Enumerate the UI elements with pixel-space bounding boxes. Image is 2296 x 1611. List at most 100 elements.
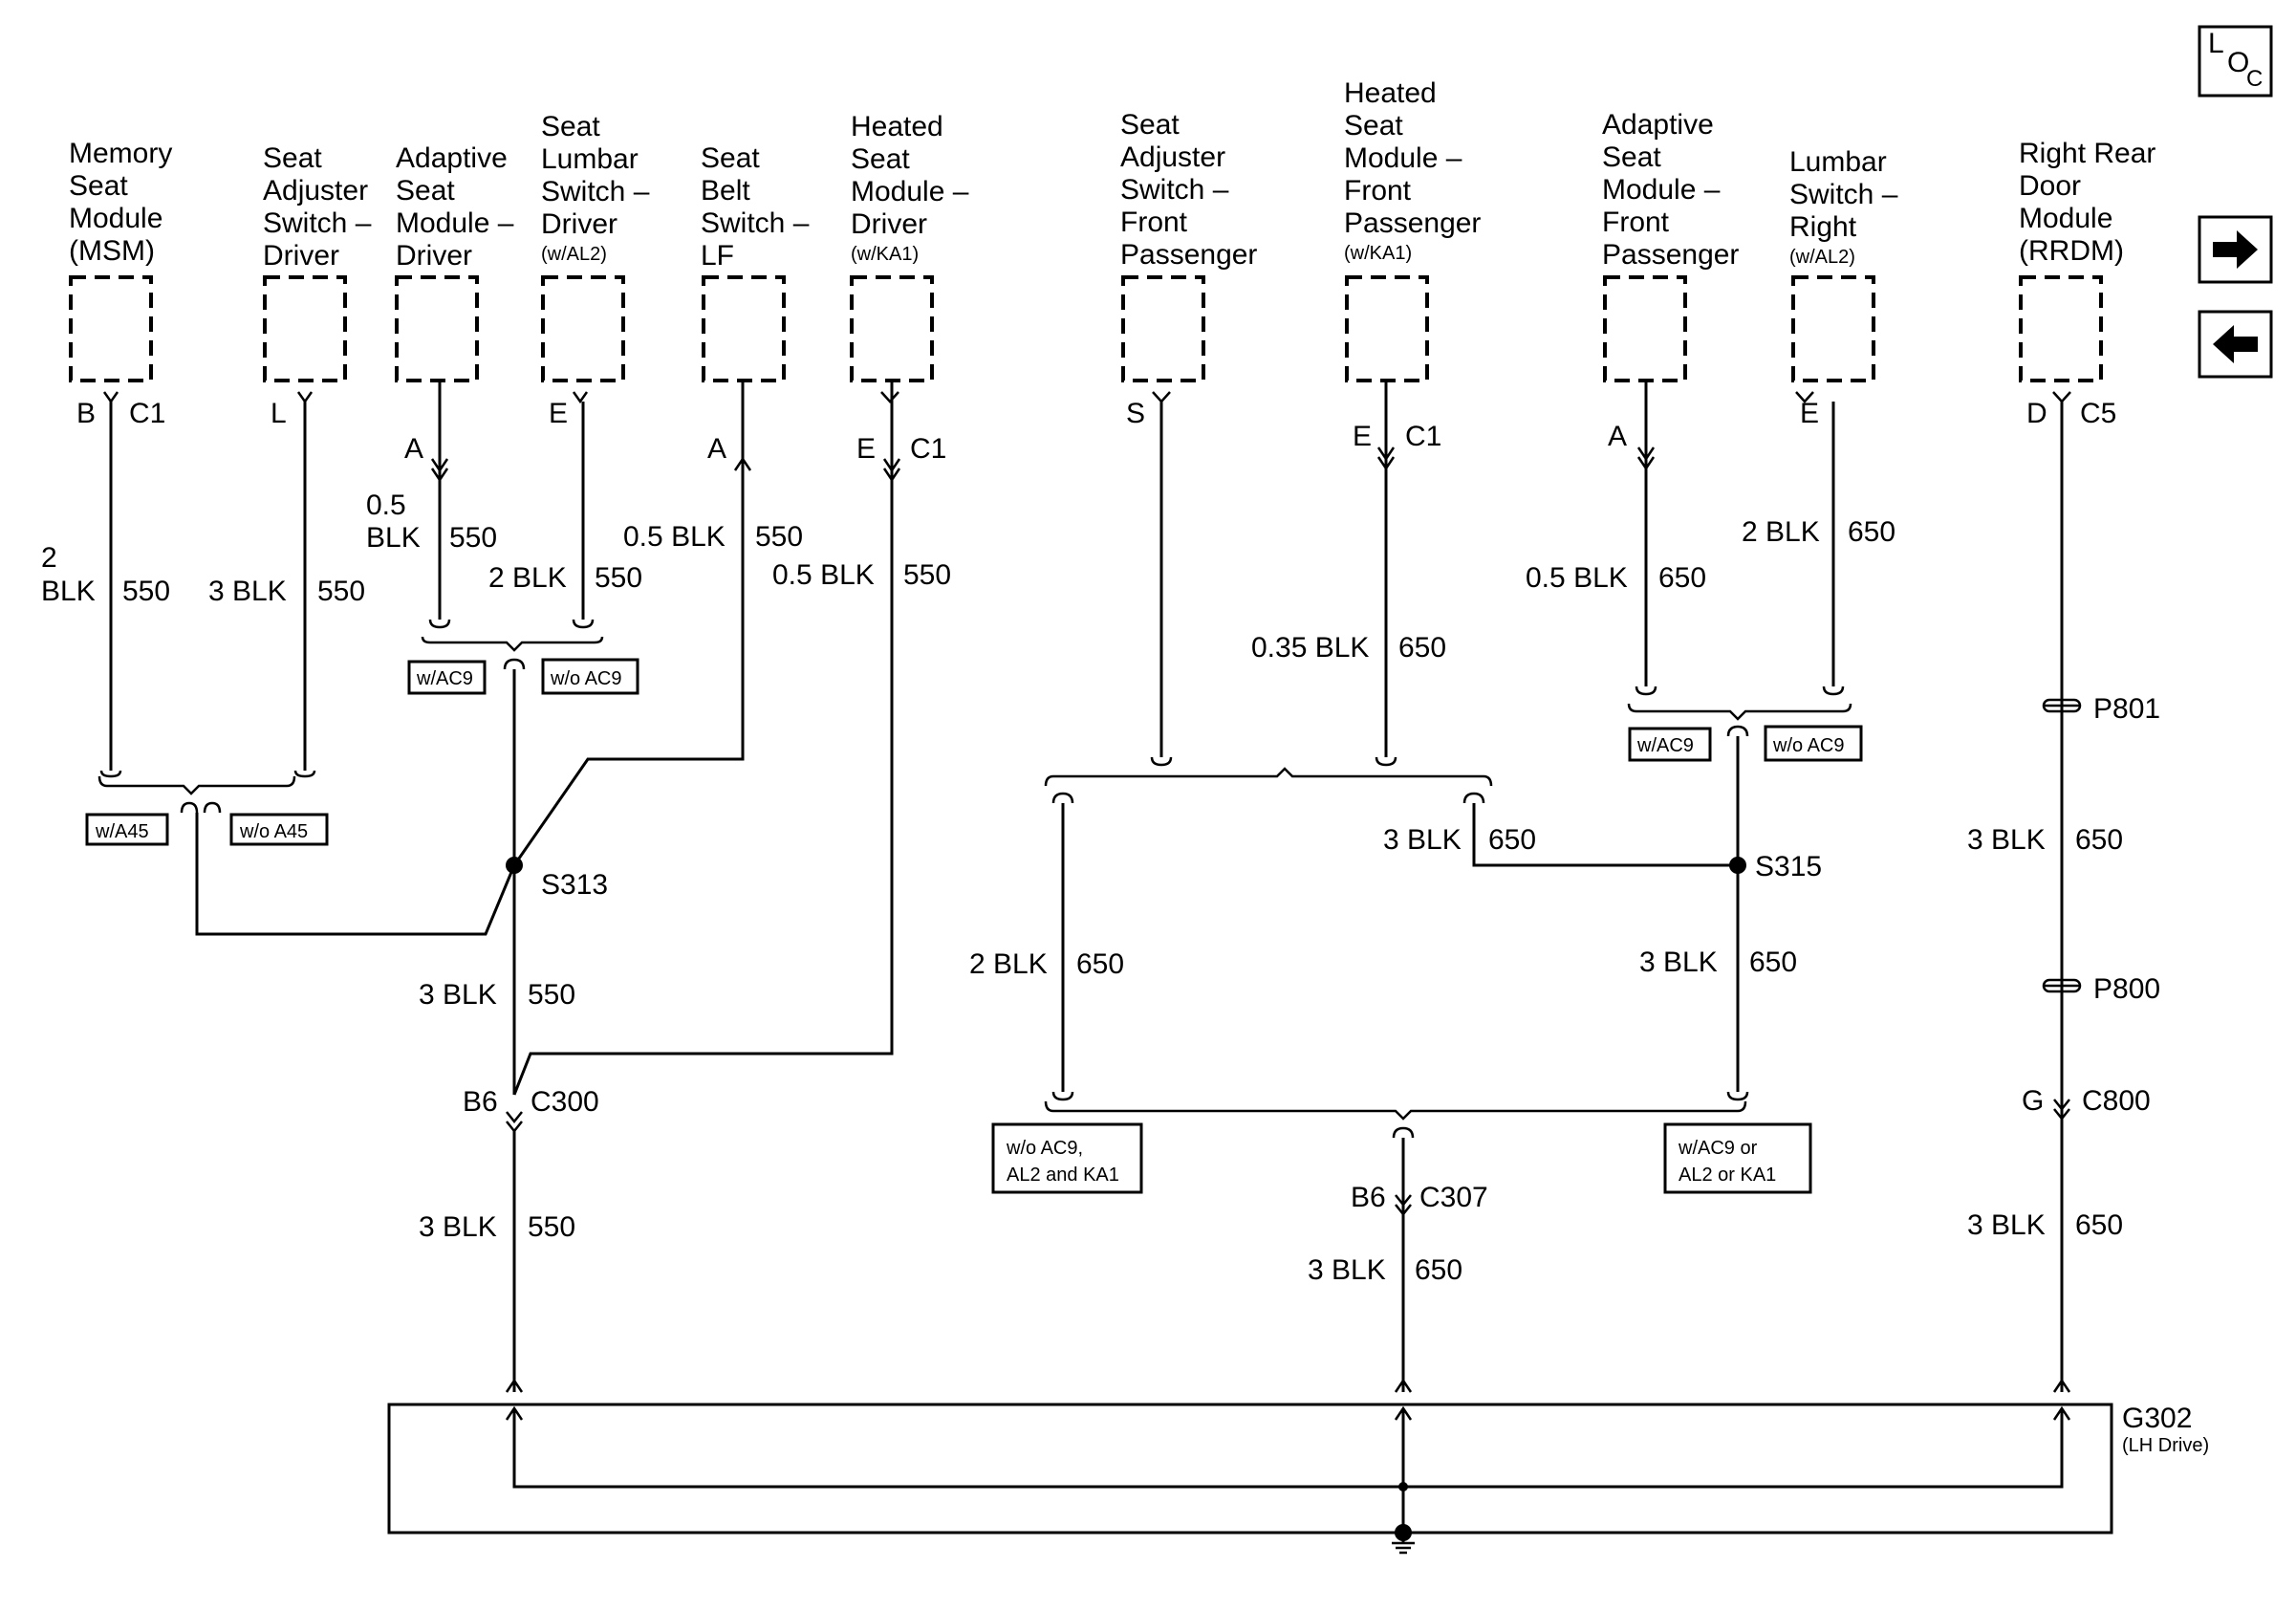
option-box-w-ac9-or: w/AC9 or AL2 or KA1	[1663, 1122, 1812, 1194]
wires-650	[1044, 382, 1852, 1393]
component-title-sas-driver: Seat Adjuster Switch – Driver	[263, 142, 379, 272]
wire-label-s315-left: 3 BLK	[1383, 824, 1462, 856]
component-note-lumbar-right: (w/AL2)	[1789, 247, 1855, 268]
next-page-button[interactable]	[2198, 215, 2273, 284]
loc-label-l: L	[2208, 28, 2224, 59]
ground-bus-g302	[387, 1403, 2113, 1555]
pass-through-label-p801: P801	[2093, 693, 2160, 725]
ground-label-g302: G302	[2122, 1403, 2192, 1434]
component-title-lumbar-right: Lumbar Switch – Right	[1789, 146, 1906, 243]
wire-circuit-belt-lf: 550	[755, 521, 803, 553]
wire-label-c300-out: 3 BLK	[419, 1211, 497, 1243]
component-box-lumbar-driver	[541, 275, 625, 382]
wire-label-c307-out: 3 BLK	[1308, 1254, 1386, 1286]
connector-label-hsm-driver: C1	[910, 433, 946, 465]
component-box-asm-pass	[1603, 275, 1687, 382]
wire-color-msm: BLK	[41, 576, 96, 607]
prev-page-button[interactable]	[2198, 310, 2273, 379]
splice-node-s315	[1729, 857, 1746, 874]
wire-label-s315-down: 3 BLK	[1639, 947, 1718, 978]
wire-circuit-left-drop: 650	[1076, 948, 1124, 980]
svg-text:w/AC9: w/AC9	[1636, 735, 1694, 756]
component-note-lumbar-driver: (w/AL2)	[541, 244, 607, 265]
wire-circuit-lumbar-driver: 550	[595, 562, 642, 594]
wire-label-lumbar-driver: 2 BLK	[488, 562, 567, 594]
connector-name-c307: C307	[1419, 1182, 1488, 1213]
connector-label-hsm-pass: C1	[1405, 421, 1441, 452]
pin-label-lumbar-driver: E	[549, 398, 568, 429]
wire-circuit-msm: 550	[122, 576, 170, 607]
pin-label-asm-pass: A	[1608, 421, 1627, 452]
connector-name-c800: C800	[2082, 1085, 2151, 1117]
splice-label-s313: S313	[541, 869, 608, 901]
wire-circuit-hsm-pass: 650	[1398, 632, 1446, 664]
pin-label-hsm-pass: E	[1353, 421, 1372, 452]
ground-note-g302: (LH Drive)	[2122, 1435, 2209, 1456]
wire-circuit-asm-pass: 650	[1658, 562, 1706, 594]
svg-text:w/AC9: w/AC9	[416, 668, 473, 689]
component-note-hsm-pass: (w/KA1)	[1344, 243, 1412, 264]
splice-label-s315: S315	[1755, 851, 1822, 882]
pin-label-rrdm: D	[2026, 398, 2047, 429]
svg-text:w/o AC9, AL2 and KA1: w/o AC9, AL2 and KA1	[1006, 1138, 1119, 1186]
wire-circuit-c300-out: 550	[528, 1211, 575, 1243]
component-box-lumbar-right	[1791, 275, 1875, 382]
ground-symbol-icon	[1392, 1541, 1415, 1555]
wire-circuit-s313-out: 550	[528, 979, 575, 1011]
wire-circuit-s315-down: 650	[1749, 947, 1797, 978]
option-box-wo-ac9-left: w/o AC9	[541, 658, 639, 695]
component-box-asm-driver	[395, 275, 479, 382]
loc-button[interactable]: L O C	[2198, 25, 2273, 98]
pin-label-msm: B	[76, 398, 96, 429]
option-box-w-a45: w/A45	[85, 813, 169, 846]
option-box-wo-a45: w/o A45	[229, 813, 329, 846]
wire-circuit-s315-left: 650	[1488, 824, 1536, 856]
component-box-hsm-pass	[1345, 275, 1429, 382]
loc-label-o: O	[2227, 47, 2249, 78]
component-title-hsm-driver: Heated Seat Module – Driver	[851, 111, 977, 240]
component-title-belt-lf: Seat Belt Switch – LF	[701, 142, 817, 272]
wire-label-s313-out: 3 BLK	[419, 979, 497, 1011]
wire-circuit-c307-out: 650	[1415, 1254, 1462, 1286]
wire-circuit-lumbar-right: 650	[1848, 516, 1895, 548]
component-box-hsm-driver	[850, 275, 934, 382]
pin-label-hsm-driver: E	[856, 433, 876, 465]
wire-label-hsm-driver: 0.5 BLK	[772, 559, 875, 591]
component-box-rrdm	[2019, 275, 2103, 382]
component-title-sas-pass: Seat Adjuster Switch – Front Passenger	[1120, 109, 1257, 271]
wires-550	[97, 382, 2071, 1393]
wire-circuit-asm-driver: 550	[449, 522, 497, 554]
pin-label-asm-driver: A	[404, 433, 423, 465]
connector-label-msm: C1	[129, 398, 165, 429]
svg-text:w/o AC9: w/o AC9	[550, 668, 621, 689]
component-title-lumbar-driver: Seat Lumbar Switch – Driver	[541, 111, 658, 240]
wire-size-asm-driver: 0.5	[366, 490, 406, 521]
wire-circuit-hsm-driver: 550	[903, 559, 951, 591]
wire-color-asm-driver: BLK	[366, 522, 421, 554]
wire-size-msm: 2	[41, 542, 57, 574]
splice-node-s313	[506, 857, 523, 874]
wire-circuit-sas-driver: 550	[317, 576, 365, 607]
right-arrow-icon	[2213, 230, 2258, 269]
pin-label-lumbar-right: E	[1800, 398, 1819, 429]
wires-rrdm	[2042, 402, 2082, 1393]
left-arrow-icon	[2213, 325, 2258, 363]
component-title-asm-driver: Adaptive Seat Module – Driver	[396, 142, 522, 272]
option-box-w-ac9-right: w/AC9	[1628, 727, 1712, 762]
pin-label-sas-driver: L	[271, 398, 287, 429]
wire-circuit-c800-out: 650	[2075, 1209, 2123, 1241]
option-box-wo-ac9-right: w/o AC9	[1764, 725, 1863, 762]
component-box-msm	[69, 275, 153, 382]
wire-circuit-p801-p800: 650	[2075, 824, 2123, 856]
component-title-asm-pass: Adaptive Seat Module – Front Passenger	[1602, 109, 1739, 271]
pin-label-belt-lf: A	[707, 433, 726, 465]
svg-text:w/o AC9: w/o AC9	[1772, 735, 1844, 756]
wire-label-p801-p800: 3 BLK	[1967, 824, 2046, 856]
option-box-wo-ac9-al2-ka1: w/o AC9, AL2 and KA1	[991, 1122, 1143, 1194]
component-title-rrdm: Right Rear Door Module (RRDM)	[2019, 138, 2164, 267]
component-box-sas-pass	[1121, 275, 1205, 382]
component-title-hsm-pass: Heated Seat Module – Front Passenger	[1344, 77, 1481, 239]
wire-label-asm-pass: 0.5 BLK	[1526, 562, 1628, 594]
wire-label-sas-driver: 3 BLK	[208, 576, 287, 607]
